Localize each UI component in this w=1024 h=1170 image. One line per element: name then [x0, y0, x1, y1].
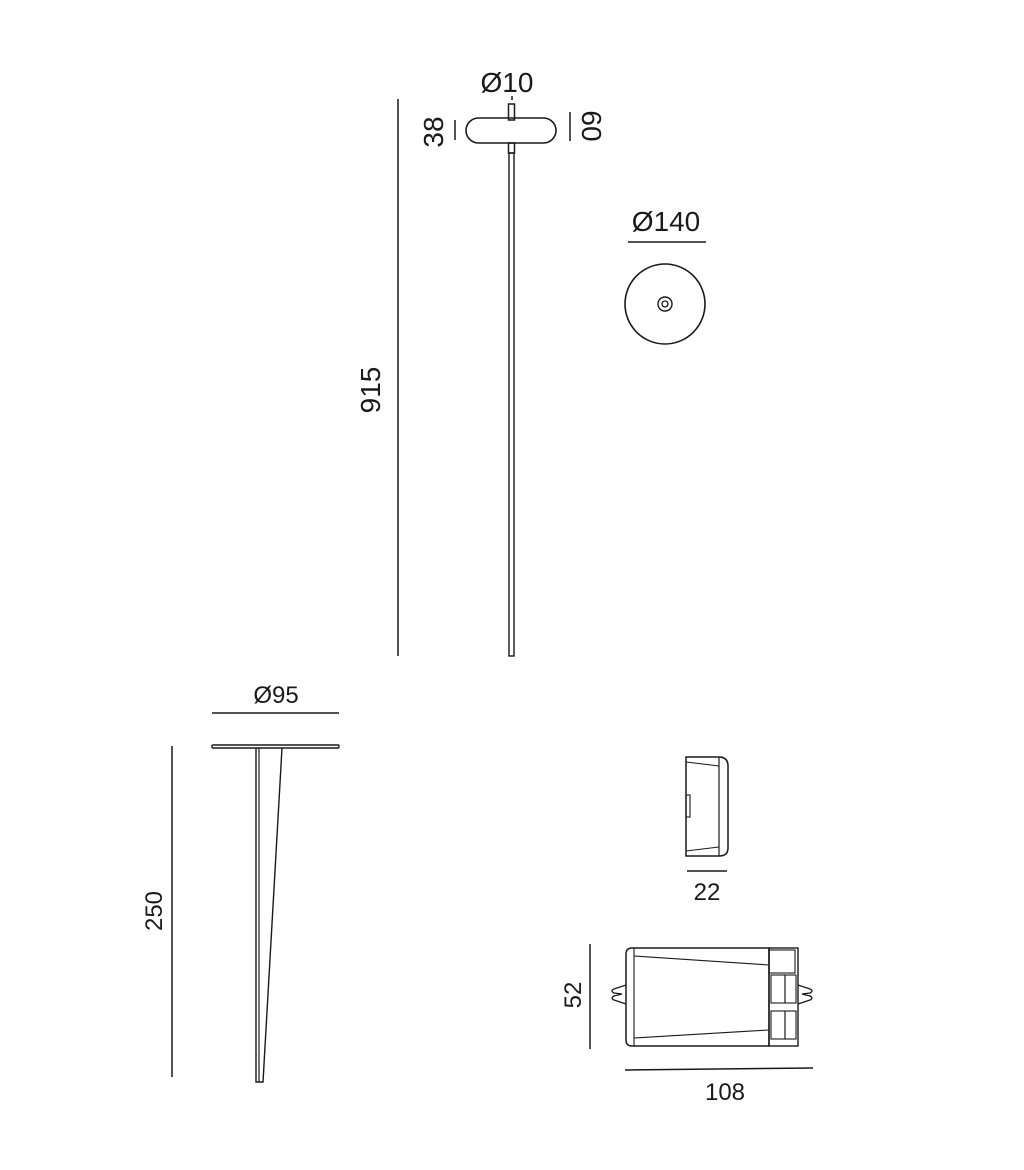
head-height-label: 38: [418, 116, 449, 147]
terminal-block: [768, 947, 799, 1047]
driver-right-mount-tab: [797, 984, 813, 1005]
driver-body: [625, 947, 770, 1047]
lamp-side-view: Ø10 38 60 915: [355, 67, 607, 657]
driver-side-clip: [685, 794, 691, 818]
rod-outer-circle: [657, 296, 673, 312]
overall-height-label: 915: [355, 367, 386, 414]
spike-plate: [211, 744, 340, 749]
driver-side-top-edge: [685, 761, 720, 767]
spike-body: [255, 747, 283, 1083]
terminal-slot-3: [770, 1010, 786, 1040]
terminal-cap-top: [768, 949, 796, 974]
driver-side-view: 22: [685, 756, 729, 906]
lamp-top-view: Ø140: [624, 206, 706, 345]
terminal-slot-2: [784, 974, 797, 1004]
head-total-height-label: 60: [576, 110, 607, 141]
driver-bottom-curve: [633, 1029, 770, 1039]
driver-top-curve: [633, 955, 770, 966]
rod-inner-circle: [661, 300, 669, 308]
driver-length-dim-line: [624, 1067, 814, 1071]
spike-height-label: 250: [141, 891, 168, 931]
driver-width-label: 52: [560, 982, 587, 1009]
terminal-slot-4: [784, 1010, 797, 1040]
head-diameter-label: Ø140: [632, 206, 701, 237]
ground-spike: Ø95 250: [141, 682, 340, 1083]
driver-top-view: 52 108: [560, 944, 814, 1106]
plate-diameter-label: Ø95: [253, 682, 298, 709]
lamp-head: [465, 117, 557, 144]
head-top-circle: [624, 263, 706, 345]
lamp-rod: [508, 152, 515, 657]
terminal-slot-1: [770, 974, 786, 1004]
driver-length-label: 108: [705, 1079, 745, 1106]
driver-side-body: [685, 756, 729, 857]
driver-depth-label: 22: [694, 879, 721, 906]
rod-top-stub: [507, 103, 516, 121]
rod-junction: [507, 142, 516, 154]
driver-side-bottom-edge: [685, 846, 720, 852]
rod-diameter-label: Ø10: [481, 67, 534, 98]
driver-left-mount-tab: [611, 984, 627, 1005]
